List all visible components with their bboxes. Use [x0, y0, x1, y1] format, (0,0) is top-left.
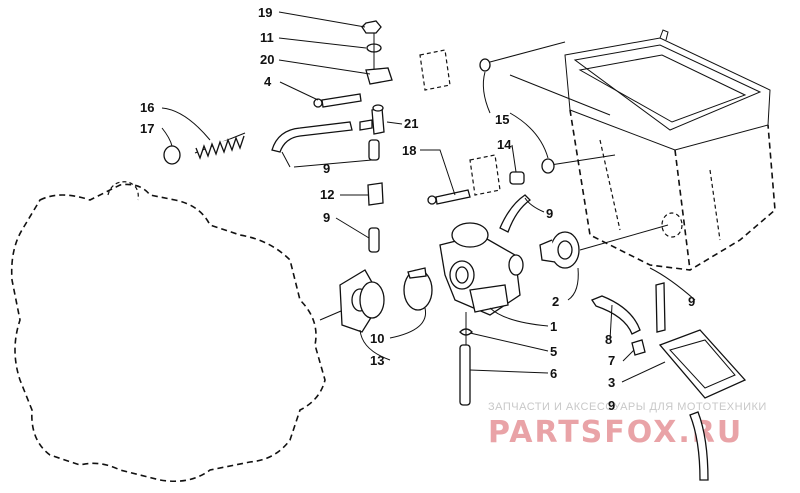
callout-16: 16: [140, 100, 154, 115]
callout-9-c: 9: [546, 206, 553, 221]
hose-part-9-upper: [271, 121, 353, 153]
valve-part-21: [359, 104, 385, 135]
hose-piece-9-a: [368, 139, 380, 161]
clamp-part-10: [403, 267, 433, 311]
flange-part-13: [339, 269, 385, 333]
bolt-part-4: [313, 93, 362, 108]
callout-2: 2: [552, 294, 559, 309]
cover-block: [419, 49, 451, 91]
fitting-part-7: [631, 339, 646, 356]
tube-part-6: [459, 344, 471, 406]
callout-3: 3: [608, 375, 615, 390]
spacer-part-15b: [541, 158, 555, 174]
callout-21: 21: [404, 116, 418, 131]
callout-13: 13: [370, 353, 384, 368]
callout-9-a: 9: [323, 161, 330, 176]
callout-14: 14: [497, 137, 512, 152]
bolt-part-18: [427, 154, 501, 205]
callout-labels: 19 11 20 4 16 17 21 15 14 18 9 12 9 9 9 …: [140, 5, 695, 413]
airbox: [564, 29, 776, 271]
spring-part-16: [194, 132, 246, 160]
callout-19: 19: [258, 5, 272, 20]
bracket-part-20: [365, 67, 393, 85]
nut-part-19: [361, 20, 382, 34]
hose-part-9-carb: [499, 194, 532, 233]
spacer-part-15: [479, 58, 491, 72]
engine-outline: [10, 183, 326, 483]
callout-20: 20: [260, 52, 274, 67]
callout-9-b: 9: [323, 210, 330, 225]
engine-top-detail: [107, 181, 139, 201]
callout-12: 12: [320, 187, 334, 202]
filter-part-12: [367, 182, 384, 206]
callout-17: 17: [140, 121, 154, 136]
callout-6: 6: [550, 366, 557, 381]
hose-part-8: [591, 295, 641, 335]
watermark: ЗАПЧАСТИ И АКСЕССУАРЫ ДЛЯ МОТОТЕХНИКИ PA…: [488, 401, 767, 450]
hose-piece-9-b: [368, 227, 380, 253]
hose-part-9-lower: [689, 411, 709, 481]
callout-5: 5: [550, 344, 557, 359]
callout-15: 15: [495, 112, 509, 127]
clamp-ring-part-17: [163, 145, 181, 165]
callout-8: 8: [605, 332, 612, 347]
hose-part-9-right: [655, 282, 666, 333]
callout-9-e: 9: [608, 398, 615, 413]
spacer-part-14: [509, 171, 525, 185]
callout-7: 7: [608, 353, 615, 368]
callout-1: 1: [550, 319, 557, 334]
callout-4: 4: [264, 74, 272, 89]
callout-11: 11: [260, 30, 274, 45]
callout-9-d: 9: [688, 294, 695, 309]
watermark-subtitle: ЗАПЧАСТИ И АКСЕССУАРЫ ДЛЯ МОТОТЕХНИКИ: [488, 401, 767, 413]
callout-10: 10: [370, 331, 384, 346]
intake-boot-part-2: [539, 231, 580, 269]
callout-18: 18: [402, 143, 416, 158]
carburetor-part-1: [439, 222, 524, 316]
